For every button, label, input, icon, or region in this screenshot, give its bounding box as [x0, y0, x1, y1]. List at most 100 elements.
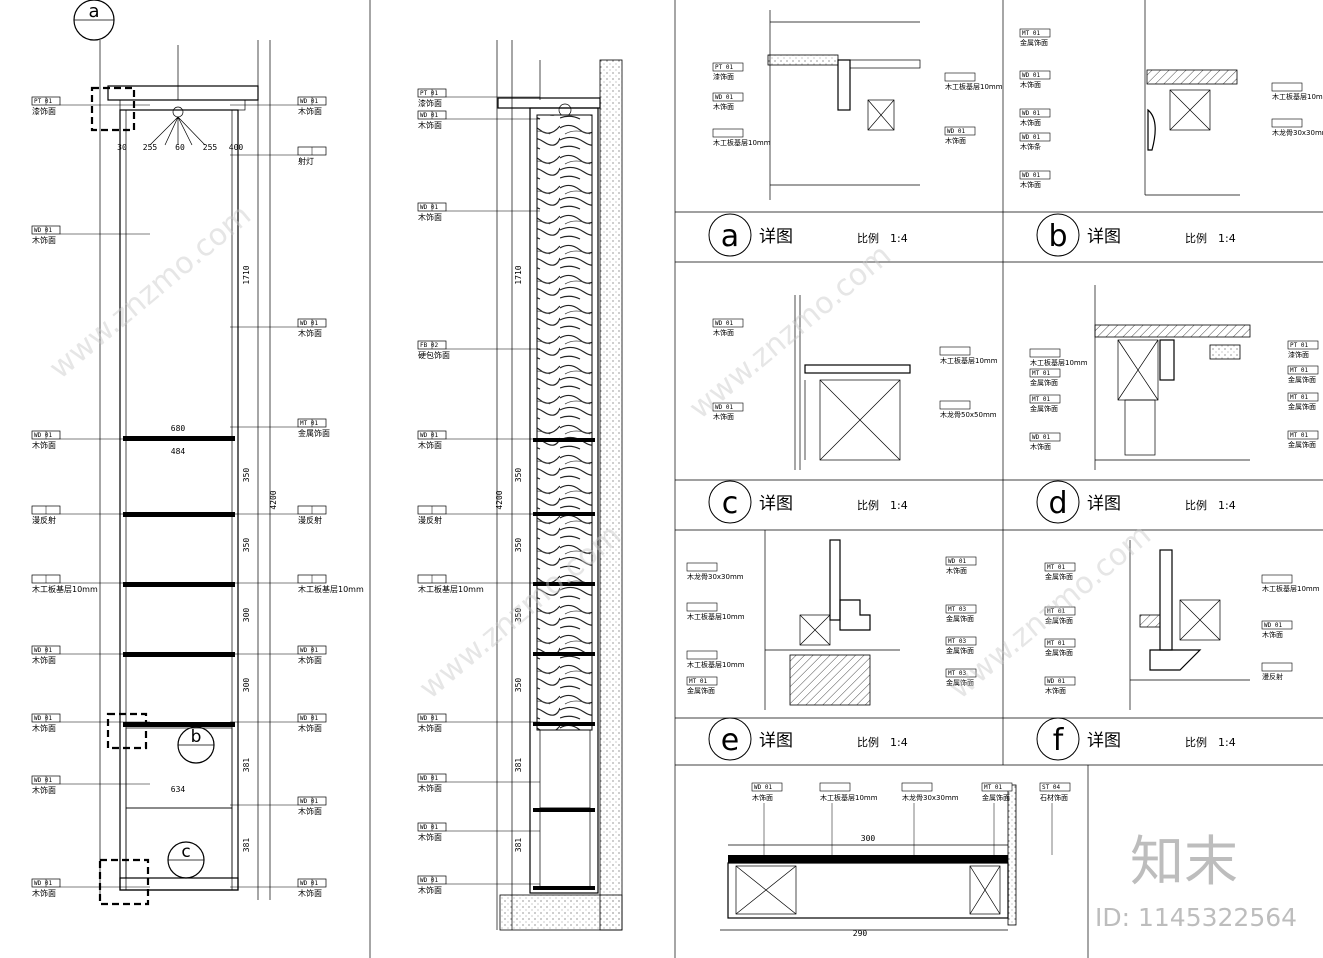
detail-f-code-0: MT 01 [1047, 564, 1065, 571]
dim-side-4: 300 [242, 678, 251, 693]
detail-e-text-5: 金属饰面 [946, 614, 974, 623]
left-tag-5-text: 木饰面 [32, 655, 56, 665]
detail-letter-a: a [721, 219, 739, 254]
detail-c-text-2: 木工板基层10mm [940, 356, 998, 365]
detail-d-text-0: 木工板基层10mm [1030, 358, 1088, 367]
total-height-left: 4200 [269, 490, 278, 509]
dim-top-0: 30 [117, 143, 127, 152]
right-tag-5-text: 木工板基层10mm [298, 584, 364, 594]
detail-c-text-3: 木龙骨50x50mm [940, 410, 997, 419]
left-tag-7-code: WD 01 [34, 777, 52, 784]
detail-e-text-4: 木饰面 [946, 566, 967, 575]
mid-tag-0-code: PT 01 [420, 90, 438, 97]
mid-tag-2-code: WD 01 [420, 204, 438, 211]
detail-e-drawing [764, 530, 900, 710]
dim-side-6: 381 [242, 838, 251, 853]
detail-a-code-4: WD 01 [947, 128, 965, 135]
detail-e-text-0: 木龙骨30x30mm [687, 572, 744, 581]
detail-d-text-2: 金属饰面 [1030, 404, 1058, 413]
right-tag-9-text: 木饰面 [298, 888, 322, 898]
mid-tag-10-text: 木饰面 [418, 885, 442, 895]
detail-scale-f: 比例 1:4 [1185, 735, 1236, 749]
bottom-header-2: 木龙骨30x30mm [901, 782, 959, 855]
dim-side-0: 1710 [242, 265, 251, 284]
detail-heading-e: 详图 [759, 731, 793, 751]
detail-d-text-6: 金属饰面 [1288, 402, 1316, 411]
detail-c-label-2: 木工板基层10mm [939, 346, 998, 365]
hard-pack-panel [536, 114, 593, 731]
dim-mid-1: 350 [514, 468, 523, 483]
right-tag-7-text: 木饰面 [298, 723, 322, 733]
dim-side-5: 381 [242, 758, 251, 773]
detail-d-text-5: 金属饰面 [1288, 375, 1316, 384]
left-tag-1-code: WD 01 [34, 227, 52, 234]
right-tag-3-code: MT 01 [300, 420, 318, 427]
detail-b-text-6: 木龙骨30x30mm [1272, 128, 1323, 137]
detail-b-text-1: 木饰面 [1020, 80, 1041, 89]
drawer-sec-1 [539, 729, 591, 809]
detail-b-code-2: WD 01 [1022, 110, 1040, 117]
dim-side-2: 350 [242, 538, 251, 553]
detail-letter-c: c [722, 486, 739, 521]
right-tag-2-code: WD 01 [300, 320, 318, 327]
detail-d-code-4: PT 01 [1290, 342, 1308, 349]
detail-a-label-2: 木工板基层10mm [712, 128, 771, 147]
dim-side-1: 350 [242, 468, 251, 483]
left-tag-8-code: WD 01 [34, 880, 52, 887]
left-tag-0-text: 漆饰面 [32, 106, 56, 116]
mid-tag-9-code: WD 01 [420, 824, 438, 831]
detail-c-zone [98, 858, 150, 906]
light-beam-icon [149, 116, 206, 146]
left-tag-1-text: 木饰面 [32, 235, 56, 245]
ceiling-section [497, 97, 601, 109]
detail-d-text-4: 漆饰面 [1288, 350, 1309, 359]
mid-tag-9-text: 木饰面 [418, 832, 442, 842]
dim-mid-4: 350 [514, 678, 523, 693]
mid-tag-0-text: 漆饰面 [418, 98, 442, 108]
detail-scale-e: 比例 1:4 [857, 735, 908, 749]
detail-e-code-7: MT 03 [948, 670, 966, 677]
bottom-header-4-code: ST 04 [1042, 784, 1060, 791]
downlight-icon [172, 106, 184, 118]
mid-tag-1-code: WD 01 [420, 112, 438, 119]
detail-b-code-3: WD 01 [1022, 134, 1040, 141]
detail-f-text-2: 金属饰面 [1045, 648, 1073, 657]
right-tag-2-text: 木饰面 [298, 328, 322, 338]
left-tag-6-text: 木饰面 [32, 723, 56, 733]
detail-f-text-0: 金属饰面 [1045, 572, 1073, 581]
callout-b-letter: b [191, 727, 202, 747]
left-tag-5-code: WD 01 [34, 647, 52, 654]
detail-f-code-2: MT 01 [1047, 640, 1065, 647]
detail-letter-b: b [1048, 219, 1067, 254]
detail-b-drawing [1144, 0, 1240, 196]
detail-d-code-1: MT 01 [1032, 370, 1050, 377]
left-tag-4: 木工板基层10mm [31, 574, 150, 594]
callout-a: a [73, 0, 115, 41]
detail-e-text-6: 金属饰面 [946, 646, 974, 655]
detail-e-code-6: MT 03 [948, 638, 966, 645]
detail-a-text-0: 漆饰面 [713, 72, 734, 81]
detail-d-code-6: MT 01 [1290, 394, 1308, 401]
